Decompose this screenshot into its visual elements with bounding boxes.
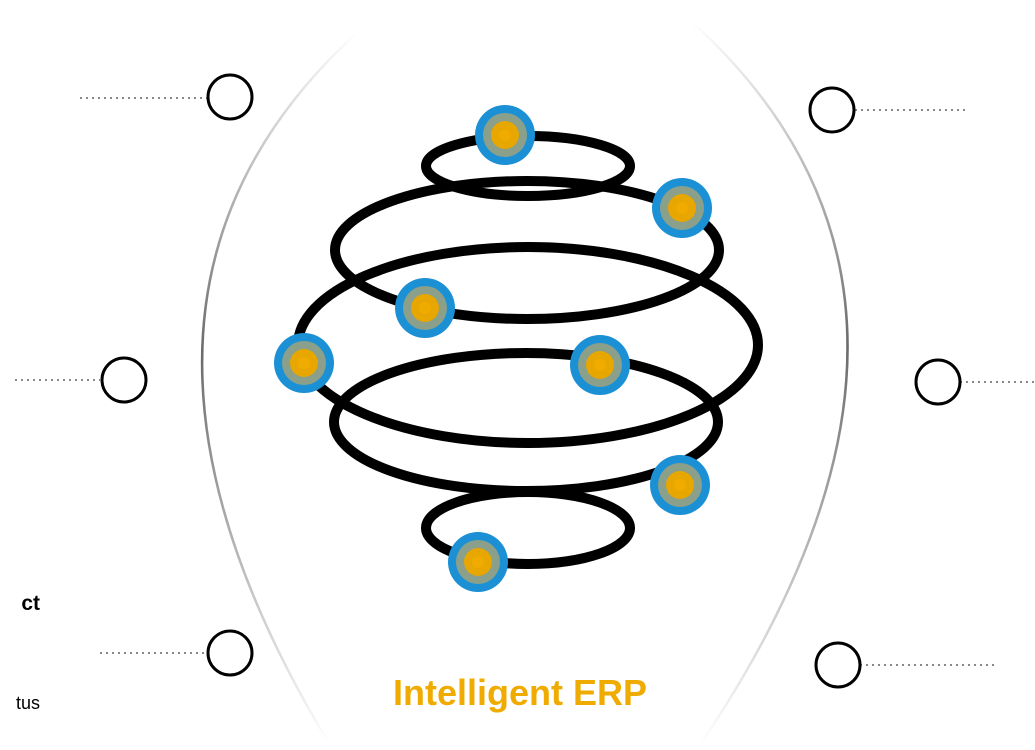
node-upper-right [652,178,712,238]
node-lower-right [650,455,710,515]
marker-middle-left [100,356,148,404]
diagram-caption: Intelligent ERP [392,672,648,713]
marker-middle-right [914,358,962,406]
node-far-left [274,333,334,393]
cropped-heading-fragment: ct [21,592,40,615]
marker-bottom-right [814,641,862,689]
marker-bottom-left [206,629,254,677]
node-bottom [448,532,508,592]
ring-upper [330,176,724,324]
node-middle-left-inner [395,278,455,338]
marker-top-left [206,73,254,121]
outer-arc-right [689,19,849,746]
node-middle-right [570,335,630,395]
connector-lines [15,97,1035,666]
outer-arc-left [200,29,361,746]
side-markers [100,73,962,689]
ring-middle [293,242,763,448]
marker-top-right [808,86,856,134]
sphere-nodes [274,105,712,592]
node-top [475,105,535,165]
ring-bottom [421,487,635,569]
cropped-text-fragment: tus [15,693,40,713]
